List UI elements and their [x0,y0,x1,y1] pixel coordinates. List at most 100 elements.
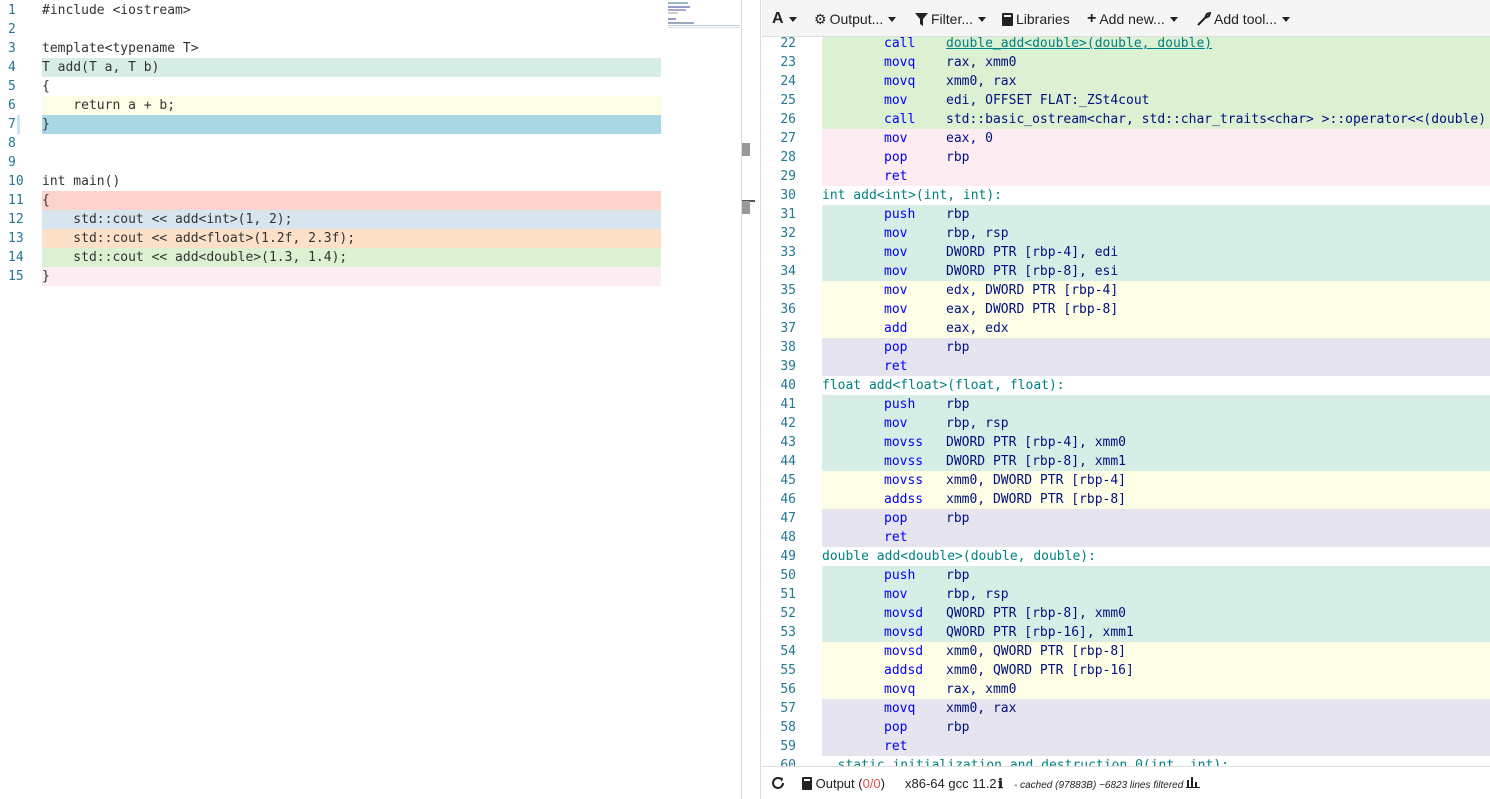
asm-operands: DWORD PTR [rbp-8], xmm1 [946,454,1127,469]
line-number: 39 [780,359,796,374]
info-icon[interactable]: ℹ [998,776,1003,791]
libraries-button[interactable]: Libraries [1002,9,1070,29]
asm-operands: QWORD PTR [rbp-16], xmm1 [946,625,1134,640]
line-number: 14 [8,250,24,265]
stats-button[interactable] [1186,776,1200,792]
filter-dropdown[interactable]: Filter... [915,9,987,29]
asm-mnemonic: movsd [884,644,924,659]
line-number: 42 [780,416,796,431]
source-line[interactable]: 14 std::cout << add<double>(1.3, 1.4); [0,248,661,267]
asm-mnemonic: mov [884,226,908,241]
source-code-text: std::cout << add<double>(1.3, 1.4); [42,248,661,267]
output-status-button[interactable]: Output (0/0) [802,776,885,792]
line-number: 6 [8,98,16,113]
asm-operands[interactable]: double_add<double>(double, double) [946,37,1213,51]
source-code-text [42,134,661,153]
asm-mnemonic: call [884,112,916,127]
source-line[interactable]: 5{ [0,77,661,96]
output-label: Output... [829,11,884,27]
line-number: 56 [780,682,796,697]
asm-line[interactable]: 44 movss DWORD PTR [rbp-8], xmm1 [762,452,1490,471]
asm-line[interactable]: 60__static_initialization_and_destructio… [762,756,1490,766]
source-scrollbar[interactable] [741,0,756,799]
assembly-pane: A ⚙ Output... Filter... Libraries + Add … [762,0,1490,799]
line-number: 44 [780,454,796,469]
line-number: 53 [780,625,796,640]
source-line[interactable]: 1#include <iostream> [0,1,661,20]
minimap[interactable] [668,2,740,32]
asm-mnemonic: movsd [884,625,924,640]
source-line[interactable]: 8 [0,134,661,153]
source-line[interactable]: 9 [0,153,661,172]
asm-mnemonic: movq [884,74,916,89]
source-line[interactable]: 12 std::cout << add<int>(1, 2); [0,210,661,229]
add-tool-dropdown[interactable]: Add tool... [1197,9,1291,29]
output-status-label: Output ( [815,776,863,791]
asm-mnemonic: push [884,207,916,222]
source-line[interactable]: 13 std::cout << add<float>(1.2f, 2.3f); [0,229,661,248]
source-line[interactable]: 15} [0,267,661,286]
recompile-button[interactable] [770,775,786,791]
source-line[interactable]: 2 [0,20,661,39]
asm-mnemonic: mov [884,264,908,279]
source-code-text [42,153,661,172]
asm-line[interactable]: 53 movsd QWORD PTR [rbp-16], xmm1 [762,623,1490,642]
chevron-down-icon [1169,16,1178,22]
asm-mnemonic: addss [884,492,924,507]
asm-mnemonic: movss [884,454,924,469]
asm-instruction: ret [822,357,1490,376]
add-new-dropdown[interactable]: + Add new... [1087,9,1178,29]
source-line[interactable]: 7} [0,115,661,134]
asm-line[interactable]: 39 ret [762,357,1490,376]
font-size-button[interactable]: A [772,9,797,29]
source-line[interactable]: 11{ [0,191,661,210]
pane-divider[interactable] [755,0,761,799]
output-dropdown[interactable]: ⚙ Output... [814,9,897,29]
source-line[interactable]: 6 return a + b; [0,96,661,115]
